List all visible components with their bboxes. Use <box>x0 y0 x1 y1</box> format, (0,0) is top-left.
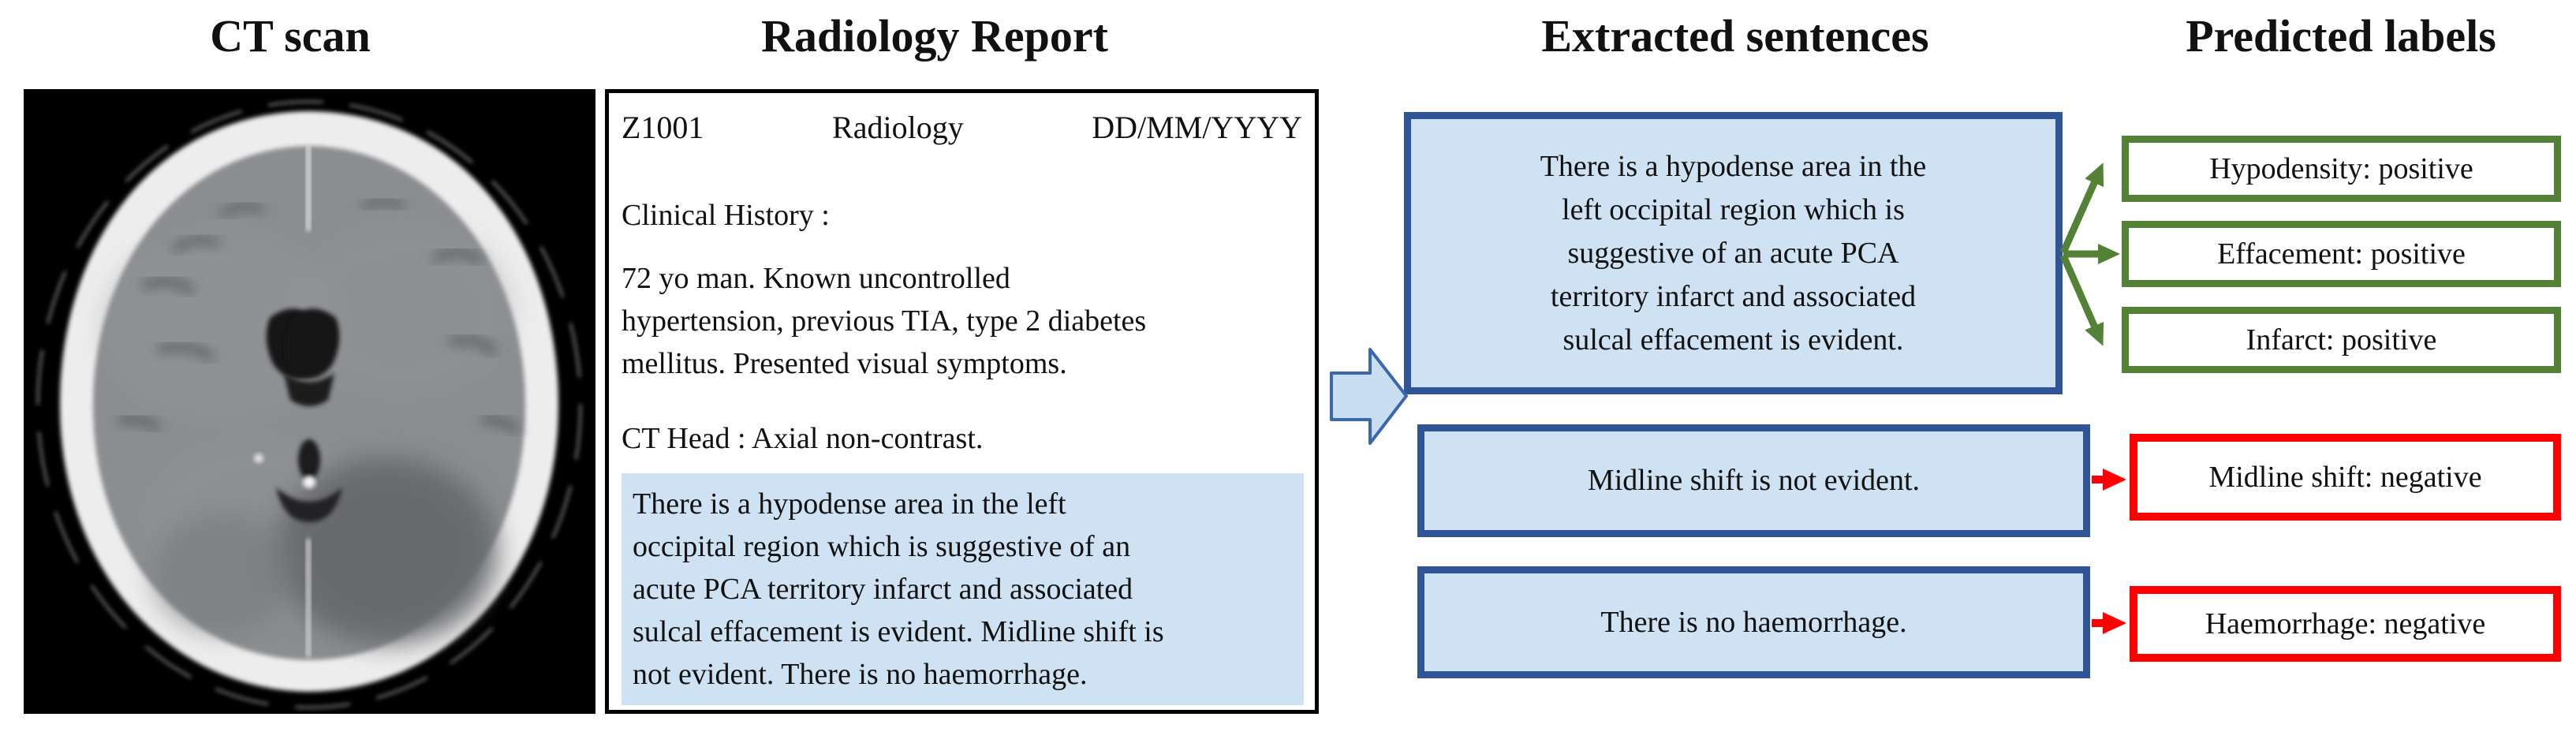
extracted-sentence-box-1: There is a hypodense area in the left oc… <box>1404 112 2063 394</box>
predicted-label-haemorrhage: Haemorrhage: negative <box>2130 586 2561 662</box>
report-header-row: Z1001 Radiology DD/MM/YYYY <box>622 109 1302 146</box>
report-department: Radiology <box>832 110 964 145</box>
ct-scan-image <box>24 89 595 714</box>
radiology-report-box: Z1001 Radiology DD/MM/YYYY Clinical Hist… <box>605 89 1319 714</box>
extracted-sentence-box-2: Midline shift is not evident. <box>1417 424 2090 537</box>
predicted-label-infarct: Infarct: positive <box>2122 307 2561 373</box>
ct-scan-column-title: CT scan <box>210 10 371 62</box>
report-date: DD/MM/YYYY <box>1092 110 1302 145</box>
clinical-history-text: 72 yo man. Known uncontrolled hypertensi… <box>622 262 1147 380</box>
highlighted-findings-text: There is a hypodense area in the left oc… <box>622 473 1304 705</box>
predicted-label-effacement: Effacement: positive <box>2122 221 2561 287</box>
predicted-label-hypodensity: Hypodensity: positive <box>2122 136 2561 202</box>
negative-arrows <box>2092 469 2126 634</box>
ct-scan-graphic <box>24 89 595 714</box>
positive-fork-arrows <box>2059 162 2120 346</box>
predicted-label-midline-shift: Midline shift: negative <box>2130 434 2561 521</box>
report-to-sentences-block-arrow <box>1330 348 1408 445</box>
predicted-labels-column-title: Predicted labels <box>2186 10 2496 62</box>
extracted-sentences-column-title: Extracted sentences <box>1541 10 1929 62</box>
extracted-sentence-box-3: There is no haemorrhage. <box>1417 566 2090 678</box>
radiology-report-column-title: Radiology Report <box>761 10 1108 62</box>
exam-description: CT Head : Axial non-contrast. <box>622 422 984 455</box>
report-patient-id: Z1001 <box>622 110 704 145</box>
clinical-history-label: Clinical History : <box>622 199 830 232</box>
